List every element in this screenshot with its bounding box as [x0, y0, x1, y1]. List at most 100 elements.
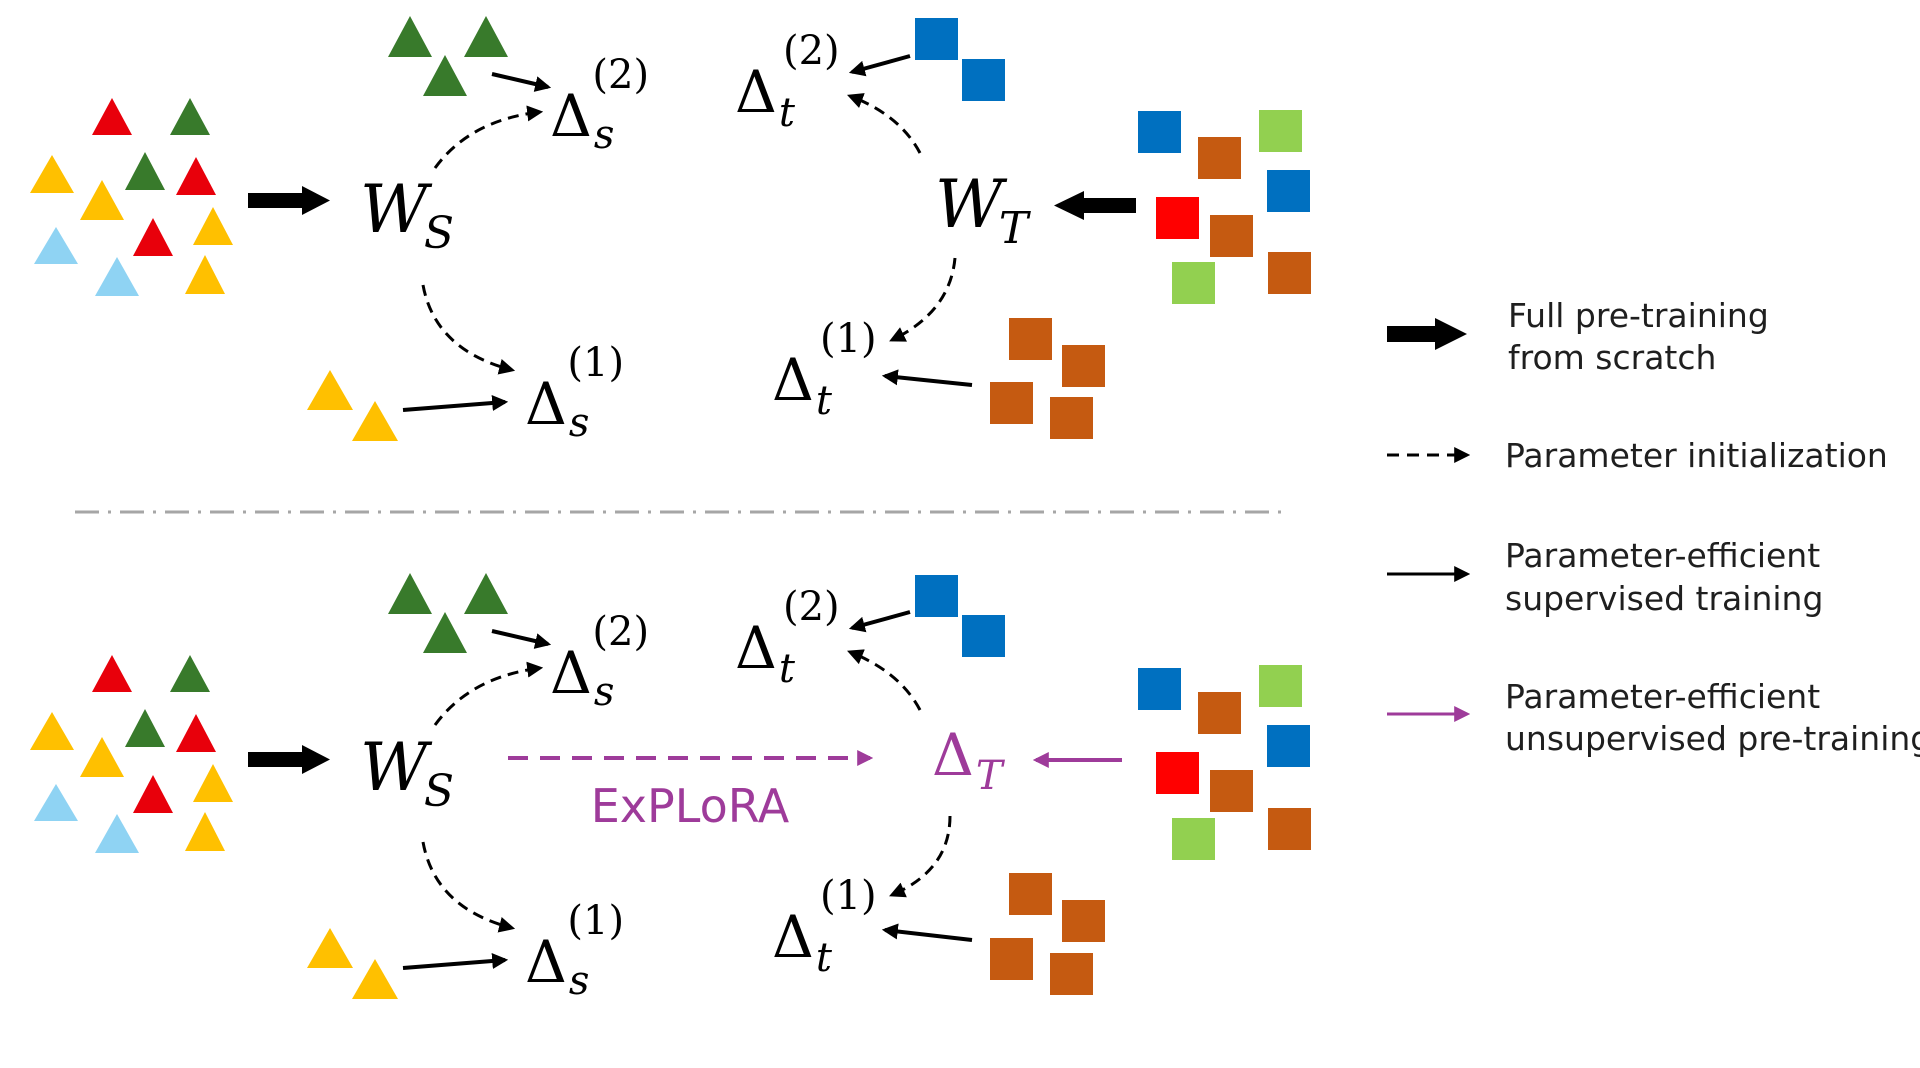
supervised-arrow-to-delta-t2: [848, 54, 911, 77]
square-brown-icon: [1198, 692, 1241, 734]
square-blue-icon: [962, 615, 1005, 657]
triangle-yellow-icon: [30, 712, 74, 750]
square-brown-icon: [1062, 900, 1105, 942]
supervised-arrow-to-delta-s2: [491, 72, 552, 92]
triangle-lightblue-icon: [95, 257, 139, 296]
square-blue-icon: [1138, 111, 1181, 153]
triangle-yellow-icon: [307, 370, 353, 410]
supervised-arrow-to-delta-t1: [881, 923, 973, 942]
legend-item-initialization: Parameter initialization: [1387, 436, 1888, 475]
dashed-arrow-ws-to-delta-s1: [421, 284, 516, 375]
triangle-yellow-icon: [185, 812, 225, 851]
square-blue-icon: [915, 18, 958, 60]
delta-t-unsupervised-symbol: ΔT: [932, 721, 1006, 799]
legend: Full pre-training from scratch Parameter…: [1387, 296, 1920, 758]
delta-s2-symbol: Δs(2): [550, 52, 649, 158]
square-lightgreen-icon: [1259, 665, 1302, 707]
triangle-green-icon: [125, 709, 165, 747]
supervised-arrow-to-delta-s1: [402, 953, 509, 970]
w-t-symbol: WT: [935, 166, 1032, 254]
source-task2-triangles: [388, 16, 508, 96]
square-blue-icon: [915, 575, 958, 617]
delta-t1-symbol: Δt(1): [772, 316, 877, 424]
square-blue-icon: [962, 59, 1005, 101]
delta-s2-symbol: Δs(2): [550, 609, 649, 715]
legend-label: unsupervised pre-training: [1505, 719, 1920, 758]
square-lightgreen-icon: [1172, 262, 1215, 304]
triangle-lightblue-icon: [34, 227, 78, 264]
w-s-symbol: WS: [360, 729, 454, 817]
triangle-green-icon: [388, 573, 432, 614]
bottom-panel: WS Δs(2) Δs(1) ExPLoRA ΔT Δt(2) Δt(1): [30, 573, 1311, 1004]
dashed-arrow-ws-to-delta-s2: [433, 105, 544, 169]
triangle-yellow-icon: [193, 764, 233, 802]
triangle-yellow-icon: [193, 207, 233, 245]
triangle-green-icon: [423, 612, 467, 653]
square-brown-icon: [1062, 345, 1105, 387]
legend-item-supervised: Parameter-efficient supervised training: [1387, 536, 1823, 618]
square-brown-icon: [1198, 137, 1241, 179]
square-brown-icon: [1050, 953, 1093, 995]
target-square-cluster: [1138, 665, 1311, 860]
square-brown-icon: [1210, 215, 1253, 257]
square-brown-icon: [990, 938, 1033, 980]
triangle-yellow-icon: [30, 155, 74, 193]
square-brown-icon: [1009, 873, 1052, 915]
square-brown-icon: [1210, 770, 1253, 812]
full-pretraining-arrow: [248, 186, 330, 215]
triangle-yellow-icon: [352, 959, 398, 999]
delta-s1-symbol: Δs(1): [525, 340, 624, 446]
triangle-green-icon: [423, 55, 467, 96]
dashed-arrow-deltat-to-delta-t1: [889, 815, 952, 898]
square-blue-icon: [1267, 170, 1310, 212]
triangle-red-icon: [133, 218, 173, 256]
triangle-green-icon: [125, 152, 165, 190]
square-lightgreen-icon: [1172, 818, 1215, 860]
legend-label: Parameter initialization: [1505, 436, 1888, 475]
triangle-lightblue-icon: [34, 784, 78, 821]
dashed-arrow-wt-to-delta-t2: [847, 93, 922, 154]
explora-label: ExPLoRA: [591, 779, 790, 833]
source-triangle-cluster: [30, 98, 233, 296]
supervised-arrow-to-delta-t1: [881, 369, 973, 387]
legend-label: Parameter-efficient: [1505, 677, 1820, 716]
triangle-yellow-icon: [352, 401, 398, 441]
triangle-lightblue-icon: [95, 814, 139, 853]
target-task1-squares: [990, 318, 1105, 439]
legend-label: supervised training: [1505, 579, 1823, 618]
legend-label: Parameter-efficient: [1505, 536, 1820, 575]
supervised-arrow-to-delta-s1: [402, 395, 509, 412]
delta-s1-symbol: Δs(1): [525, 898, 624, 1004]
target-task2-squares: [915, 18, 1005, 101]
triangle-red-icon: [92, 98, 132, 135]
top-panel: WS Δs(2) Δs(1) WT Δt(2): [30, 16, 1311, 446]
triangle-red-icon: [176, 714, 216, 752]
source-task1-triangles: [307, 370, 398, 441]
dashed-arrow-ws-to-delta-s1: [421, 841, 516, 933]
square-brown-icon: [1268, 808, 1311, 850]
triangle-green-icon: [388, 16, 432, 57]
square-brown-icon: [1050, 397, 1093, 439]
delta-t2-symbol: Δt(2): [735, 28, 840, 136]
triangle-yellow-icon: [80, 180, 124, 220]
square-brown-icon: [1268, 252, 1311, 294]
triangle-yellow-icon: [80, 737, 124, 777]
triangle-red-icon: [133, 775, 173, 813]
dashed-arrow-deltat-to-delta-t2: [847, 649, 922, 711]
legend-label: Full pre-training: [1508, 296, 1769, 335]
legend-item-unsupervised: Parameter-efficient unsupervised pre-tra…: [1387, 677, 1920, 758]
target-task1-squares: [990, 873, 1105, 995]
target-square-cluster: [1138, 110, 1311, 304]
square-lightgreen-icon: [1259, 110, 1302, 152]
square-brown-icon: [1009, 318, 1052, 360]
triangle-red-icon: [92, 655, 132, 692]
source-task1-triangles: [307, 928, 398, 999]
square-blue-icon: [1267, 725, 1310, 767]
legend-label: from scratch: [1508, 338, 1716, 377]
full-pretraining-arrow: [248, 745, 330, 774]
triangle-red-icon: [176, 157, 216, 195]
thick-arrow-icon: [1387, 318, 1467, 350]
square-red-icon: [1156, 197, 1199, 239]
square-brown-icon: [990, 382, 1033, 424]
